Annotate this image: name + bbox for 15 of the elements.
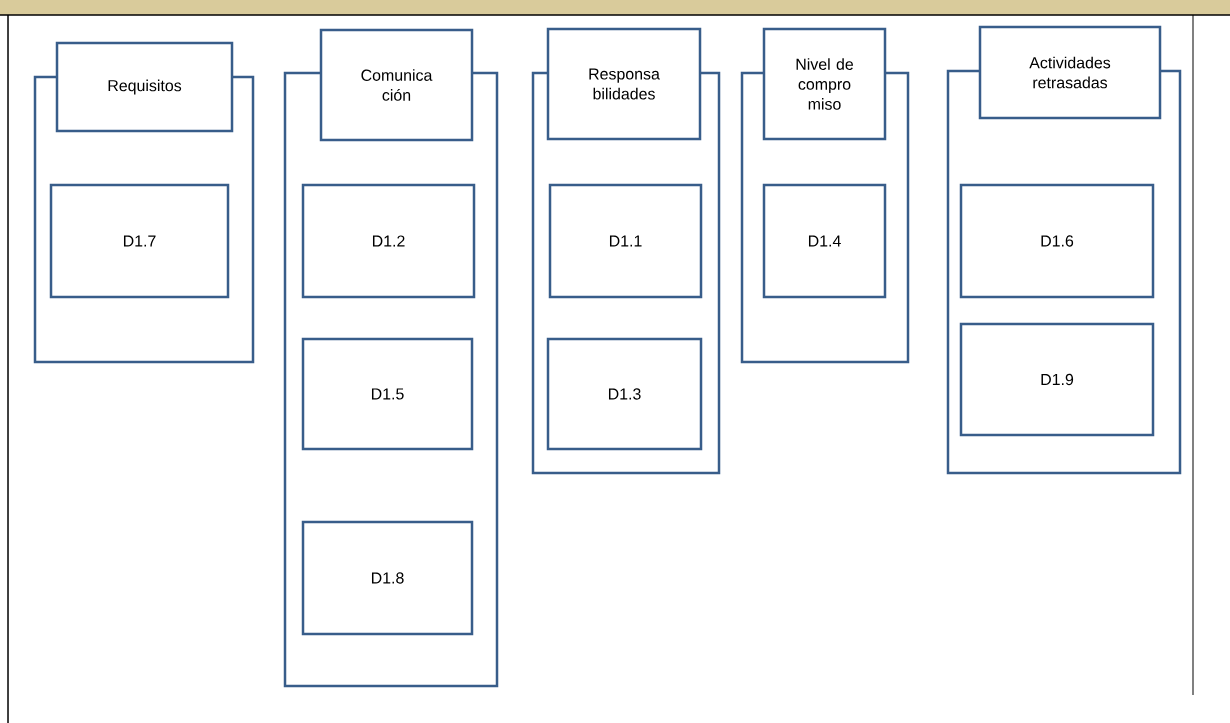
code-box: D1.9 <box>959 322 1155 437</box>
code-box: D1.4 <box>762 183 887 299</box>
header-box: Actividades retrasadas <box>978 25 1162 120</box>
code-box: D1.3 <box>546 337 703 451</box>
code-box: D1.7 <box>49 183 230 299</box>
column-frame <box>283 71 499 688</box>
code-box: D1.8 <box>301 520 474 636</box>
header-box: Responsa bilidades <box>546 27 702 141</box>
header-box: Nivel de compro miso <box>762 27 887 141</box>
code-box: D1.6 <box>959 183 1155 299</box>
code-box: D1.2 <box>301 183 476 299</box>
code-box: D1.1 <box>548 183 703 299</box>
header-box: Requisitos <box>55 41 234 133</box>
header-box: Comunica ción <box>319 28 474 142</box>
code-box: D1.5 <box>301 337 474 451</box>
